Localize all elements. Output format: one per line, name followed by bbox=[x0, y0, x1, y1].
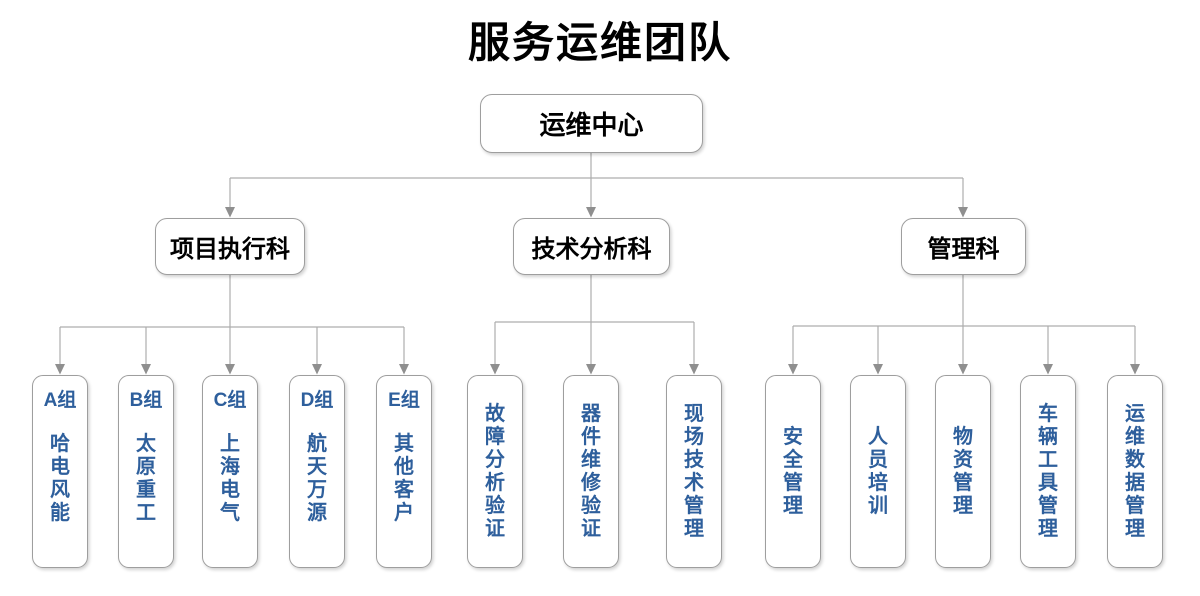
team-box-component-repair: 器件维修验证 bbox=[563, 375, 619, 568]
team-name-label: 其他客户 bbox=[394, 433, 414, 524]
team-box-field-technology: 现场技术管理 bbox=[666, 375, 722, 568]
team-box-fault-analysis: 故障分析验证 bbox=[467, 375, 523, 568]
team-name-label: 运维数据管理 bbox=[1125, 402, 1145, 540]
team-box-group-a: A组 哈电风能 bbox=[32, 375, 88, 568]
team-name-label: 现场技术管理 bbox=[684, 402, 704, 540]
root-box-operations-center: 运维中心 bbox=[480, 94, 703, 153]
root-box-label: 运维中心 bbox=[539, 110, 644, 140]
team-group-label: B组 bbox=[129, 390, 163, 411]
team-group-label: C组 bbox=[213, 390, 247, 411]
team-name-label: 车辆工具管理 bbox=[1038, 402, 1058, 540]
team-name-label: 故障分析验证 bbox=[485, 402, 505, 540]
team-name-label: 航天万源 bbox=[307, 433, 327, 524]
team-box-materials: 物资管理 bbox=[935, 375, 991, 568]
team-box-group-b: B组 太原重工 bbox=[118, 375, 174, 568]
dept-box-technical-analysis: 技术分析科 bbox=[513, 218, 670, 275]
team-group-label: D组 bbox=[300, 390, 334, 411]
team-name-label: 器件维修验证 bbox=[581, 402, 601, 540]
team-name-label: 上海电气 bbox=[220, 433, 240, 524]
dept-box-label: 管理科 bbox=[927, 236, 1000, 263]
team-name-label: 哈电风能 bbox=[50, 433, 70, 524]
team-box-group-d: D组 航天万源 bbox=[289, 375, 345, 568]
team-group-label: E组 bbox=[388, 390, 420, 411]
dept-box-label: 技术分析科 bbox=[531, 236, 652, 263]
team-box-personnel-training: 人员培训 bbox=[850, 375, 906, 568]
team-name-label: 安全管理 bbox=[783, 425, 803, 517]
team-box-safety: 安全管理 bbox=[765, 375, 821, 568]
team-group-label: A组 bbox=[43, 390, 77, 411]
team-box-group-c: C组 上海电气 bbox=[202, 375, 258, 568]
page-title: 服务运维团队 bbox=[467, 19, 732, 66]
team-name-label: 太原重工 bbox=[136, 433, 156, 524]
dept-box-project-execution: 项目执行科 bbox=[155, 218, 305, 275]
team-box-group-e: E组 其他客户 bbox=[376, 375, 432, 568]
team-name-label: 物资管理 bbox=[953, 425, 973, 517]
dept-box-management: 管理科 bbox=[901, 218, 1026, 275]
dept-box-label: 项目执行科 bbox=[170, 236, 290, 263]
team-name-label: 人员培训 bbox=[868, 425, 888, 517]
team-box-operations-data: 运维数据管理 bbox=[1107, 375, 1163, 568]
team-box-vehicle-tools: 车辆工具管理 bbox=[1020, 375, 1076, 568]
